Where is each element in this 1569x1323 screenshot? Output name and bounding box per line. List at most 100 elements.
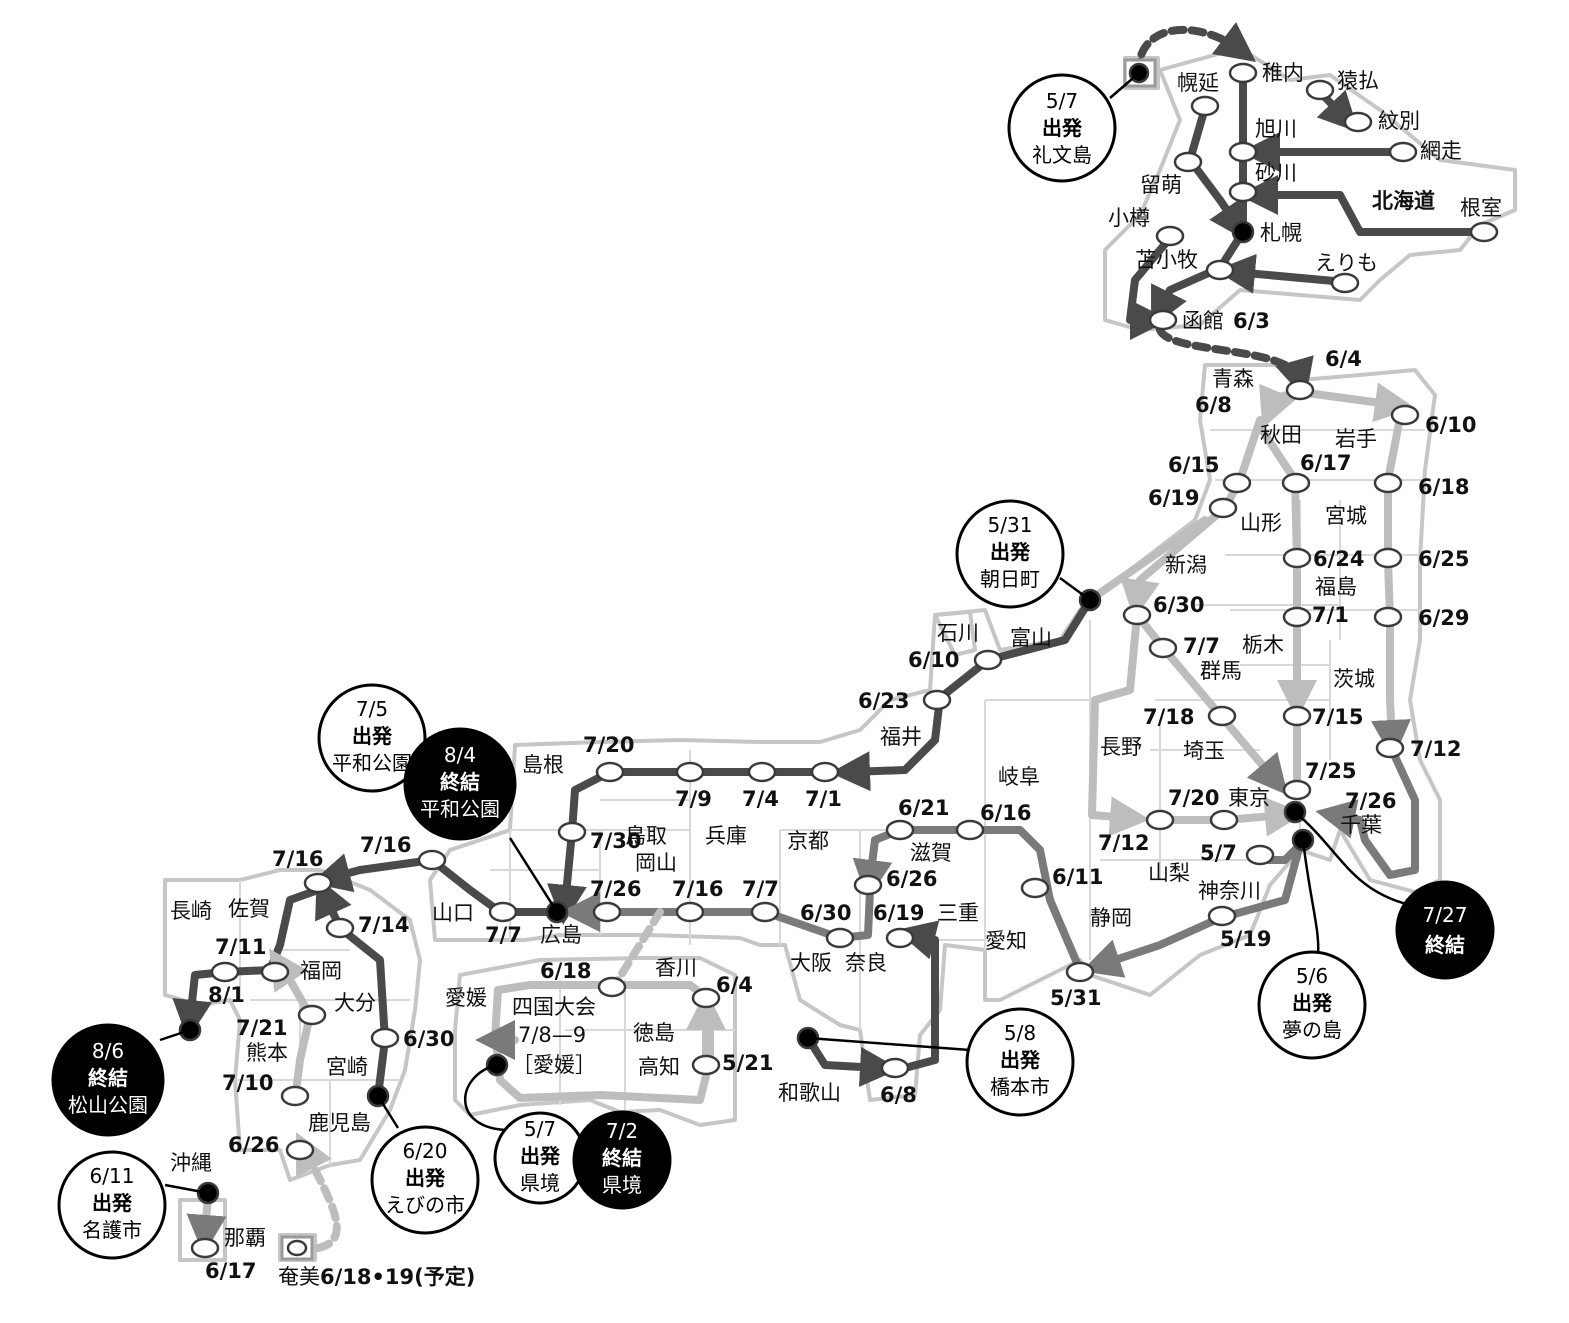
label-7-7a: 7/7: [1183, 634, 1220, 658]
svg-text:出発: 出発: [990, 540, 1031, 564]
label-7-20b: 7/20: [583, 733, 635, 757]
label-shikoku-event-3: ［愛媛］: [512, 1053, 596, 1077]
label-7-25: 7/25: [1305, 759, 1357, 783]
label-6-25: 6/25: [1418, 547, 1470, 571]
label-6-30c: 6/30: [403, 1027, 455, 1051]
node-fukui: [922, 689, 952, 711]
route-horonobe-rumoi: [1186, 104, 1249, 242]
route-otaru-hakodate: [1126, 234, 1174, 340]
callout-asahimachi: 5/31 出発 朝日町: [955, 499, 1065, 609]
node-akita-6-15: [1222, 472, 1252, 494]
label-monbetsu: 紋別: [1378, 109, 1420, 133]
svg-text:橋本市: 橋本市: [990, 1075, 1050, 1099]
label-sarufutsu: 猿払: [1337, 69, 1379, 93]
node-nara-6-19: [885, 927, 915, 949]
svg-text:朝日町: 朝日町: [980, 567, 1040, 591]
route-iwate-south: [1371, 414, 1411, 760]
svg-text:出発: 出発: [352, 724, 393, 748]
label-7-21: 7/21: [236, 1016, 288, 1040]
label-chiba: 千葉: [1340, 813, 1382, 837]
node-okayama-7-30: [557, 821, 587, 843]
label-ehime: 愛媛: [445, 986, 487, 1010]
node-nemuro: [1469, 221, 1499, 243]
labels-hokkaido: 稚内 幌延 猿払 紋別 旭川 網走 砂川 留萌 北海道 根室 小樽 札幌 苫小牧…: [1108, 61, 1502, 333]
callout-tokyo-end: 7/27 終結: [1395, 880, 1495, 980]
label-iwate: 岩手: [1335, 427, 1377, 451]
label-6-8a: 6/8: [1195, 393, 1232, 417]
label-7-4: 7/4: [742, 787, 779, 811]
label-7-26a: 7/26: [1345, 789, 1397, 813]
label-7-26b: 7/26: [590, 877, 642, 901]
node-saga-7-11: [210, 961, 240, 983]
svg-text:5/7: 5/7: [1046, 89, 1078, 113]
label-7-7b: 7/7: [742, 877, 779, 901]
svg-text:名護市: 名護市: [82, 1218, 142, 1242]
label-6-15: 6/15: [1168, 453, 1220, 477]
svg-text:出発: 出発: [1042, 116, 1083, 140]
label-shiga: 滋賀: [910, 841, 952, 865]
node-kagawa-6-18: [597, 976, 627, 998]
node-fukushima-7-1: [1282, 606, 1312, 628]
label-nemuro: 根室: [1460, 196, 1502, 220]
shikoku-outline: [453, 956, 737, 1127]
label-naha: 那覇: [224, 1226, 266, 1250]
label-rumoi: 留萌: [1140, 173, 1182, 197]
node-horonobe: [1190, 95, 1220, 117]
labels-central: 石川 富山 6/10 6/23 福井 7/20 島根 岐阜 7/9 7/4 7/…: [522, 621, 1132, 1107]
route-hakodate-aomori: [1156, 326, 1314, 400]
node-sarufutsu: [1305, 79, 1335, 101]
label-nagasaki: 長崎: [170, 899, 212, 923]
node-naha: [190, 1237, 220, 1259]
node-aichi-6-11: [1020, 877, 1050, 899]
node-tokyo-7-25: [1282, 779, 1312, 801]
callout-nago: 6/11 出発 名護市: [57, 1150, 167, 1260]
node-shimane-7-20: [595, 761, 625, 783]
label-nagano: 長野: [1100, 735, 1142, 759]
label-kagawa: 香川: [655, 956, 697, 980]
label-6-11: 6/11: [1052, 865, 1104, 889]
label-kyoto: 京都: [787, 829, 829, 853]
label-7-20a: 7/20: [1168, 786, 1220, 810]
svg-text:5/7: 5/7: [524, 1117, 556, 1141]
label-aichi: 愛知: [985, 929, 1027, 953]
svg-text:平和公園: 平和公園: [332, 751, 412, 775]
svg-text:6/20: 6/20: [403, 1139, 448, 1163]
label-niigata: 新潟: [1165, 553, 1207, 577]
label-oita: 大分: [334, 991, 376, 1015]
route-nemuro-sunagawa: [1238, 175, 1488, 236]
svg-text:7/5: 7/5: [356, 697, 388, 721]
label-mie: 三重: [937, 901, 979, 925]
label-sunagawa: 砂川: [1255, 161, 1297, 185]
svg-text:5/6: 5/6: [1296, 964, 1328, 988]
label-6-21: 6/21: [898, 796, 950, 820]
node-kanagawa-5-19: [1207, 905, 1237, 927]
node-hyogo-7-4: [747, 761, 777, 783]
label-fukui: 福井: [880, 725, 922, 749]
label-7-9: 7/9: [675, 787, 712, 811]
label-7-14: 7/14: [358, 913, 410, 937]
route-asahi-east: [1086, 516, 1209, 604]
label-6-30a: 6/30: [1153, 593, 1205, 617]
label-shimane: 島根: [522, 753, 564, 777]
label-tokushima: 徳島: [633, 1021, 675, 1045]
label-osaka: 大阪: [790, 951, 832, 975]
node-sapporo: [1231, 220, 1255, 244]
svg-text:出発: 出発: [1000, 1048, 1041, 1072]
label-fukuoka: 福岡: [300, 959, 342, 983]
node-fukushima-6-29: [1373, 606, 1403, 628]
label-5-7a: 5/7: [1200, 841, 1237, 865]
label-yamaguchi: 山口: [432, 901, 474, 925]
route-hiroshima-yamaguchi: [310, 853, 559, 916]
label-fukushima: 福島: [1315, 575, 1357, 599]
label-6-30b: 6/30: [800, 901, 852, 925]
label-6-17a: 6/17: [1300, 451, 1352, 475]
label-kumamoto: 熊本: [246, 1041, 288, 1065]
node-hiroshima-7-7: [488, 901, 518, 923]
node-tomakomai: [1205, 259, 1235, 281]
node-shiga-6-26: [853, 874, 883, 896]
node-hyogo-7-16: [675, 901, 705, 923]
label-nara: 奈良: [845, 951, 887, 975]
label-akita: 秋田: [1260, 423, 1302, 447]
node-kochi-5-21: [691, 1054, 721, 1076]
